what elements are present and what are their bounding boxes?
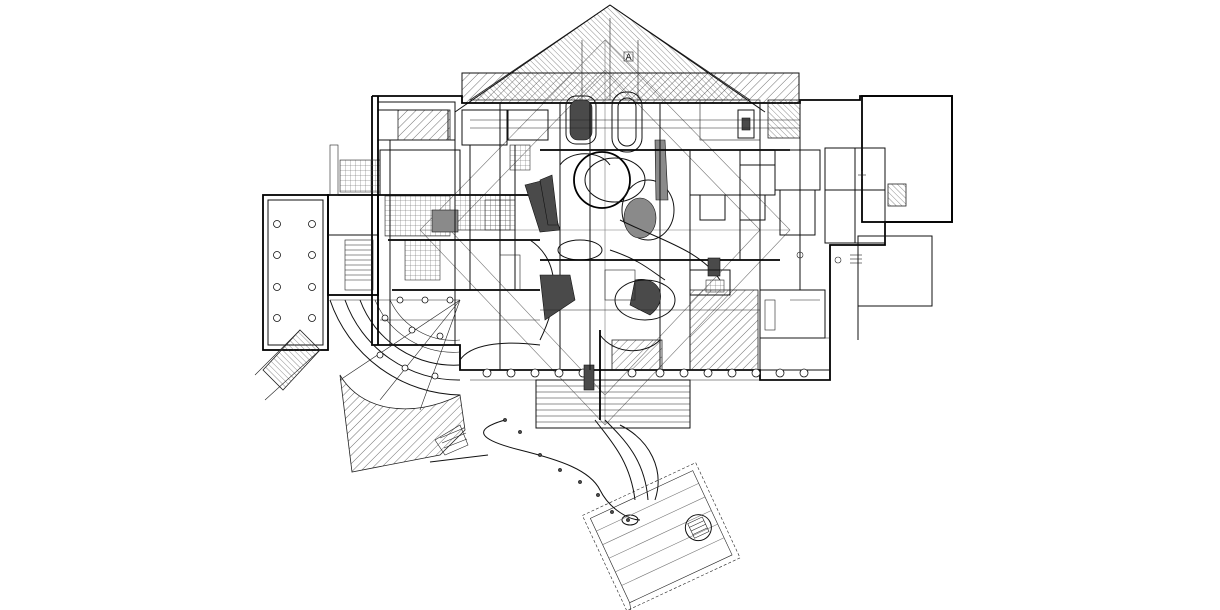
upper-left-rooms (339, 109, 549, 291)
winding-path (483, 418, 659, 526)
structural-lines (329, 96, 842, 370)
right-center-rooms (689, 99, 821, 277)
left-wing (254, 194, 379, 401)
upper-hatched-band (461, 72, 800, 104)
diamond-overlay (419, 39, 791, 426)
lower-hatched-blocks (539, 269, 826, 371)
main-building-outline (371, 95, 953, 381)
fan-terrace (329, 296, 489, 473)
garden-pavilion (581, 462, 741, 610)
marker-letter: A (626, 53, 633, 63)
right-wing (824, 95, 953, 340)
front-stairs (535, 330, 691, 429)
